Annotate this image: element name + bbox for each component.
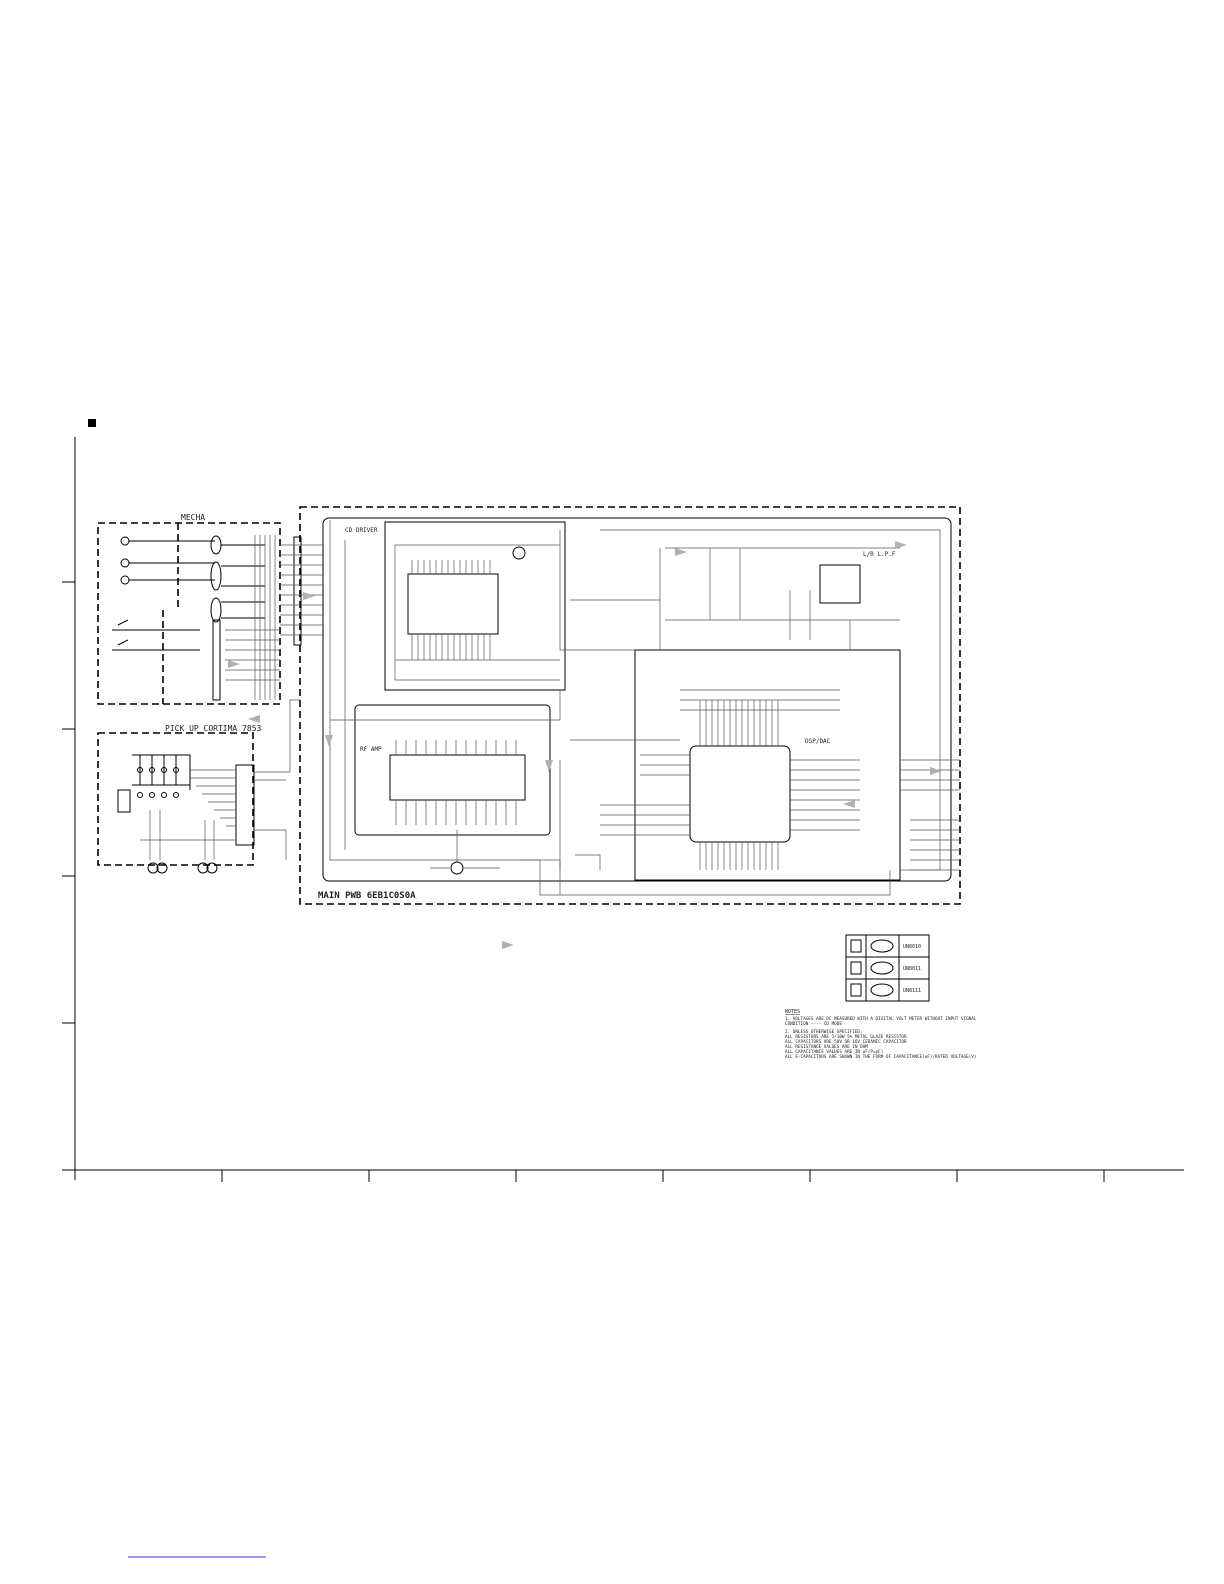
cd-driver-label: CD DRIVER xyxy=(345,527,378,534)
pickup-block: PICK UP CORTIMA 7853 xyxy=(97,724,262,874)
lpf-label: L/R L.P.F xyxy=(863,551,896,558)
legend-part: UN8011 xyxy=(903,966,921,972)
legend-part: UN8111 xyxy=(903,988,921,994)
page-frame xyxy=(62,437,1184,1182)
legend-part: UN8010 xyxy=(903,944,921,950)
mecha-label: MECHA xyxy=(181,513,205,522)
rf-amp-label: RF AMP xyxy=(360,746,382,753)
notes-title: NOTES xyxy=(785,1009,800,1015)
signal-arrows xyxy=(228,541,942,949)
note-line: ALL CAPACITANCE VALUES ARE IN uF(P=pF) xyxy=(785,1049,883,1055)
note-line: ALL RESISTORS ARE 1/10W 5% METAL GLAZE R… xyxy=(785,1034,907,1040)
dsp-dac-label: DSP/DAC xyxy=(805,738,831,745)
note-line: 1. VOLTAGES ARE DC MEASURED WITH A DIGIT… xyxy=(785,1016,977,1022)
mecha-block: MECHA xyxy=(97,513,281,705)
note-line: CONDITION ---- CD MODE xyxy=(785,1021,842,1027)
rf-amp-block: RF AMP xyxy=(354,704,551,875)
main-pwb-block: MAIN PWB 6EB1C0S0A xyxy=(299,506,961,905)
legend-table: UN8010 UN8011 UN8111 xyxy=(845,934,930,1002)
interconnect-wires xyxy=(329,520,960,896)
cd-driver-block: CD DRIVER xyxy=(345,521,566,691)
note-line: ALL CAPACITORS ARE 50V OR 16V CERAMIC CA… xyxy=(785,1039,907,1045)
main-connector xyxy=(254,536,323,860)
note-line: ALL E-CAPACITORS ARE SHOWN IN THE FORM O… xyxy=(785,1054,976,1060)
notes: NOTES 1. VOLTAGES ARE DC MEASURED WITH A… xyxy=(785,1009,977,1060)
note-line: 2. UNLESS OTHERWISE SPECIFIED, xyxy=(785,1029,863,1035)
section-marker xyxy=(88,419,96,427)
note-line: ALL RESISTANCE VALUES ARE IN OHM xyxy=(785,1044,868,1050)
pickup-label: PICK UP CORTIMA 7853 xyxy=(165,724,262,733)
main-pwb-label: MAIN PWB 6EB1C0S0A xyxy=(318,891,416,901)
dsp-dac-block: DSP/DAC xyxy=(600,649,901,881)
